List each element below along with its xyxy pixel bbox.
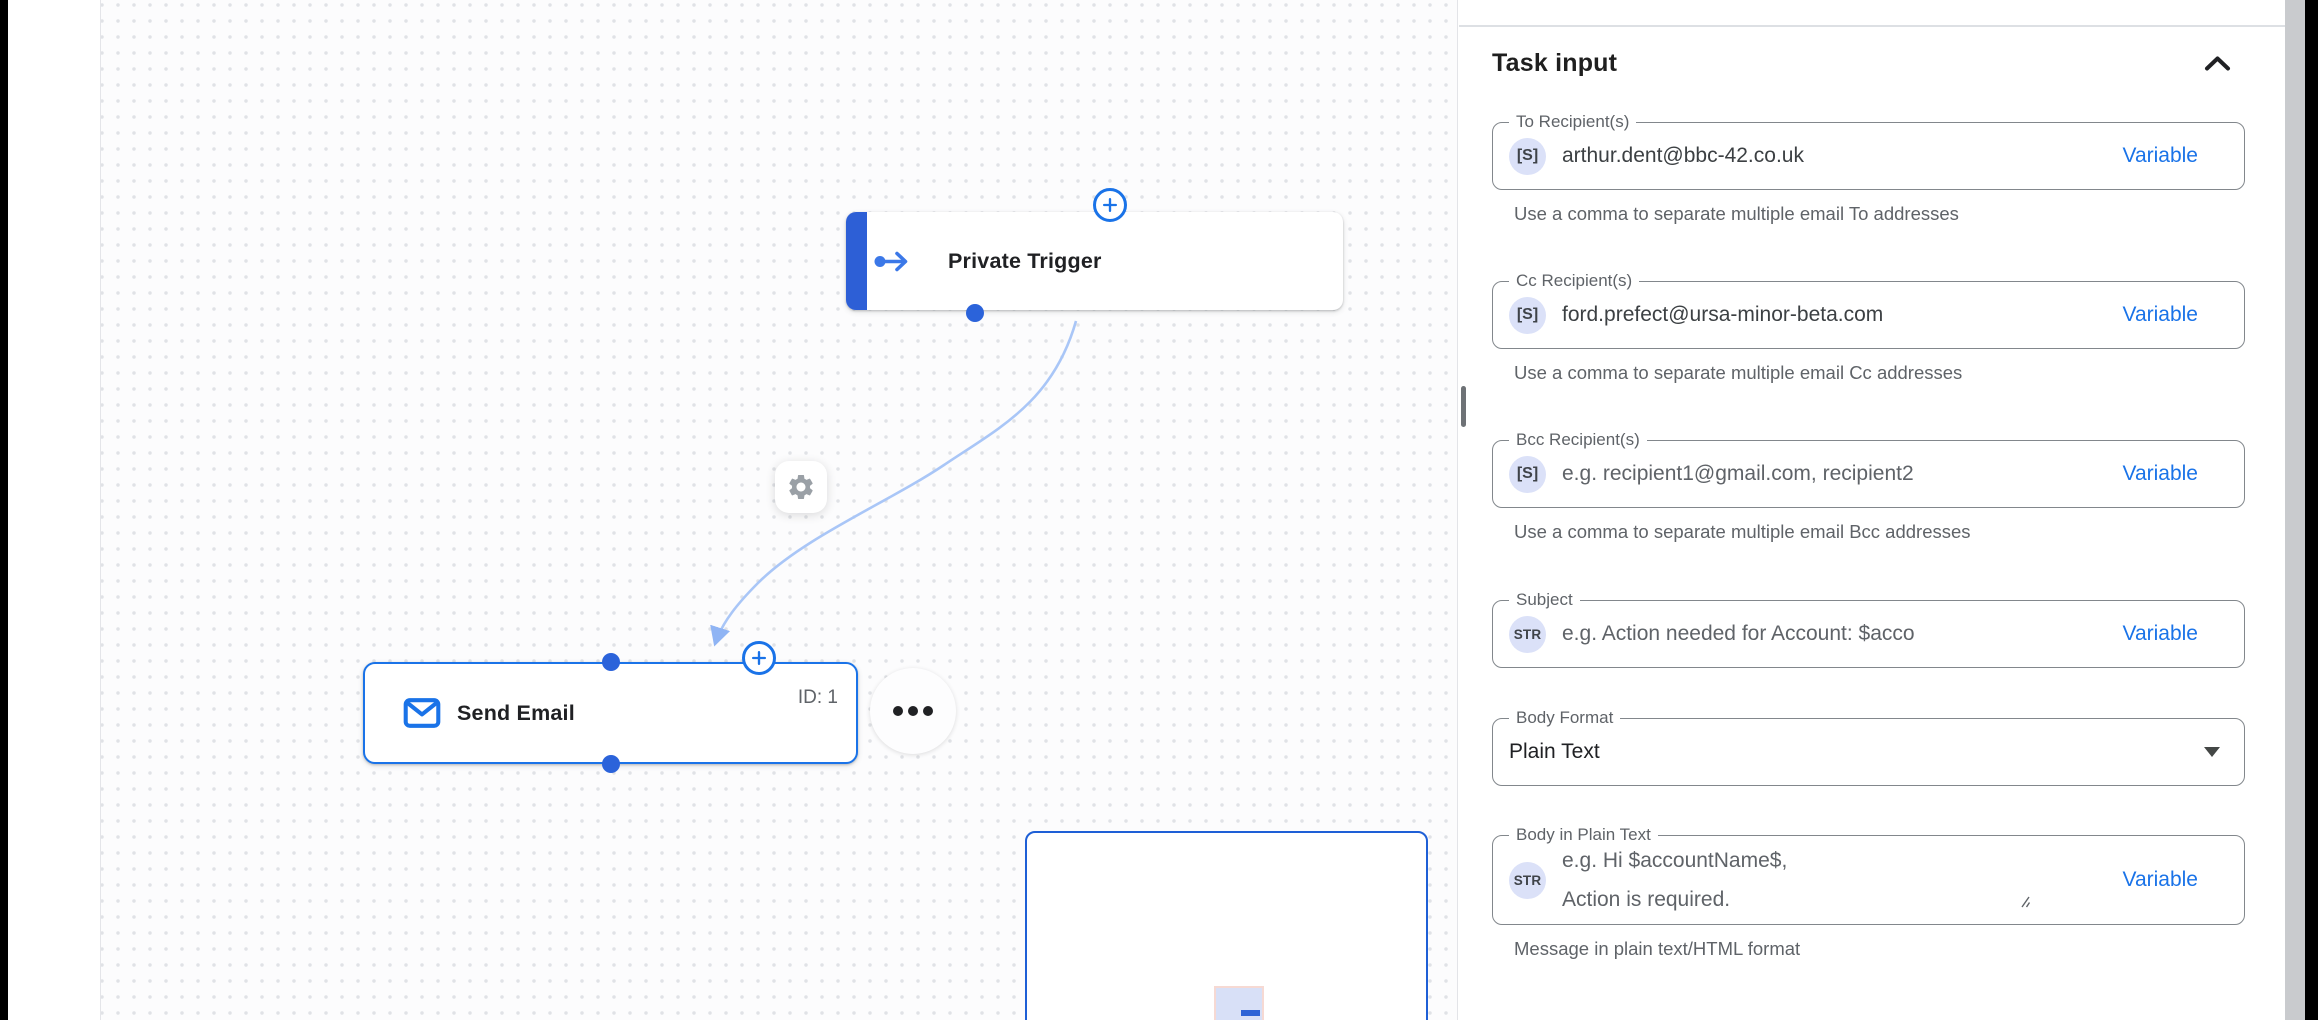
trigger-node[interactable]: Private Trigger <box>846 212 1343 310</box>
send-email-node-label: Send Email <box>457 700 575 725</box>
connector-edge <box>710 320 1078 647</box>
to-recipients-group: To Recipient(s) [S] Variable Use a comma… <box>1492 112 2245 225</box>
panel-section-title: Task input <box>1492 49 1618 77</box>
window-edge-left <box>0 0 8 1020</box>
cc-recipients-input[interactable] <box>1562 303 2111 327</box>
email-icon <box>403 697 441 729</box>
body-text-group: Body in Plain Text STR e.g. Hi $accountN… <box>1492 825 2245 960</box>
edge-settings-button[interactable] <box>775 461 827 513</box>
bcc-recipients-input[interactable] <box>1562 462 2111 486</box>
to-recipients-input[interactable] <box>1562 144 2111 168</box>
chevron-up-icon <box>2205 56 2230 71</box>
variable-button[interactable]: Variable <box>2122 303 2199 326</box>
left-gutter <box>8 0 101 1020</box>
panel-resize-handle[interactable] <box>1461 386 1466 427</box>
subject-field[interactable]: Subject STR Variable <box>1492 590 2245 668</box>
connector-line[interactable] <box>710 320 1078 647</box>
body-format-value: Plain Text <box>1509 740 1600 763</box>
field-label: Bcc Recipient(s) <box>1509 430 1647 450</box>
trigger-node-label: Private Trigger <box>948 248 1102 273</box>
helper-text: Use a comma to separate multiple email B… <box>1514 521 1971 542</box>
resize-handle-icon[interactable] <box>2017 895 2031 913</box>
string-type-badge: [S] <box>1509 455 1546 493</box>
send-email-node[interactable]: Send Email ID: 1 <box>363 662 858 764</box>
body-text-input[interactable]: e.g. Hi $accountName$, Action is require… <box>1562 849 1788 911</box>
minimap[interactable] <box>1025 831 1428 1020</box>
variable-button[interactable]: Variable <box>2122 622 2199 645</box>
gear-icon <box>789 475 813 499</box>
subject-group: Subject STR Variable <box>1492 590 2245 668</box>
panel-scrollbar[interactable] <box>2285 0 2305 1020</box>
trigger-output-port[interactable] <box>966 304 984 322</box>
to-recipients-field[interactable]: To Recipient(s) [S] Variable <box>1492 112 2245 190</box>
subject-input[interactable] <box>1562 622 2111 646</box>
body-format-group: Body Format Plain Text <box>1492 708 2245 786</box>
string-type-badge: [S] <box>1509 296 1546 334</box>
minimap-zoom-out-button[interactable] <box>1214 986 1264 1020</box>
node-id-badge: ID: 1 <box>797 687 838 708</box>
field-label: Body Format <box>1509 708 1621 728</box>
more-options-button[interactable] <box>870 668 956 754</box>
helper-text: Use a comma to separate multiple email T… <box>1514 203 1959 224</box>
plus-icon <box>1102 197 1118 213</box>
window-edge-right <box>2305 0 2318 1020</box>
add-step-button-email[interactable] <box>742 641 776 675</box>
body-format-select[interactable]: Body Format Plain Text <box>1492 708 2245 786</box>
add-step-button-trigger[interactable] <box>1093 188 1127 222</box>
workflow-canvas[interactable]: Private Trigger Send Email ID <box>101 0 1457 1020</box>
ellipsis-icon <box>893 706 903 716</box>
dropdown-arrow-icon <box>2204 747 2220 757</box>
trigger-arrow-icon <box>874 248 914 275</box>
variable-button[interactable]: Variable <box>2122 144 2199 167</box>
variable-button[interactable]: Variable <box>2122 462 2199 485</box>
helper-text: Message in plain text/HTML format <box>1514 938 1801 959</box>
helper-text: Use a comma to separate multiple email C… <box>1514 362 1963 383</box>
task-config-panel: Task input To Recipient(s) [S] Variable … <box>1457 0 2286 1020</box>
email-input-port[interactable] <box>602 653 620 671</box>
variable-button[interactable]: Variable <box>2122 868 2199 891</box>
str-type-badge: STR <box>1509 615 1546 653</box>
bcc-recipients-field[interactable]: Bcc Recipient(s) [S] Variable <box>1492 430 2245 508</box>
collapse-section-button[interactable] <box>2204 55 2231 72</box>
email-output-port[interactable] <box>602 755 620 773</box>
plus-icon <box>751 650 767 666</box>
string-type-badge: [S] <box>1509 137 1546 175</box>
field-label: Body in Plain Text <box>1509 825 1658 845</box>
field-label: Cc Recipient(s) <box>1509 271 1640 291</box>
body-text-field[interactable]: Body in Plain Text STR e.g. Hi $accountN… <box>1492 825 2245 925</box>
cc-recipients-group: Cc Recipient(s) [S] Variable Use a comma… <box>1492 271 2245 384</box>
str-type-badge: STR <box>1509 861 1546 899</box>
bcc-recipients-group: Bcc Recipient(s) [S] Variable Use a comm… <box>1492 430 2245 543</box>
field-label: Subject <box>1509 590 1580 610</box>
panel-divider <box>1459 25 2286 27</box>
minus-icon <box>1241 1010 1260 1016</box>
field-label: To Recipient(s) <box>1509 112 1637 132</box>
cc-recipients-field[interactable]: Cc Recipient(s) [S] Variable <box>1492 271 2245 349</box>
trigger-accent-bar <box>846 212 867 310</box>
